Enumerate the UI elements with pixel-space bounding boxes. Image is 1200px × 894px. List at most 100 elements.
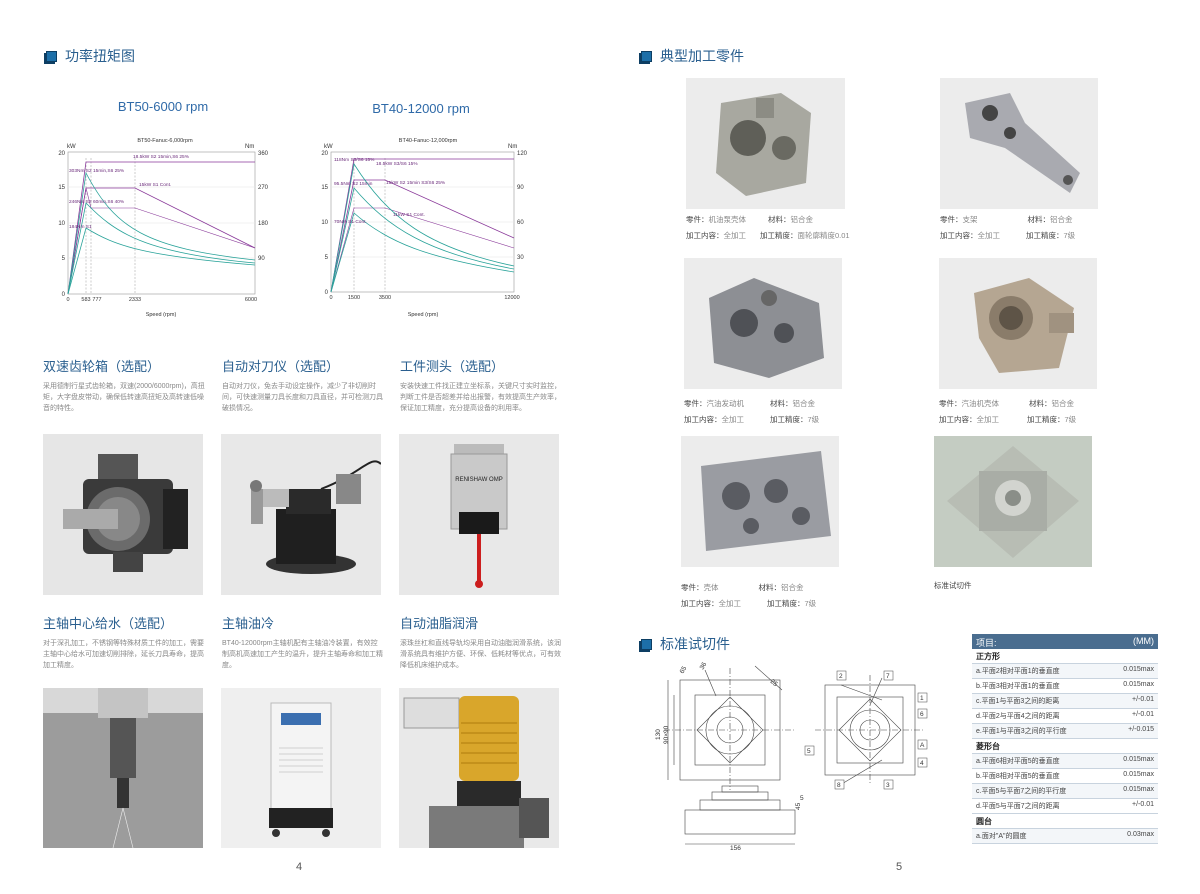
probe-brand-label: RENISHAW OMP — [455, 477, 502, 483]
feature-desc-gearbox: 采用德制行星式齿轮箱，双速(2000/6000rpm)，高扭矩，大字盘皮带动，确… — [43, 383, 205, 413]
feature-title-grease: 自动油脂润滑 — [400, 616, 479, 631]
feature-desc-coolant: 对于深孔加工，不锈钢等特殊材质工件的加工，需要主轴中心给水可加速切削排除，延长刀… — [43, 640, 204, 670]
part-caption-4: 零件：汽油机壳体材料：铝合金 加工内容：全加工加工精度：7级 — [939, 399, 1077, 424]
chart1-y2tick: 180 — [258, 221, 269, 227]
chart1-left-unit: kW — [67, 144, 76, 150]
chart1-subtitle: BT50-Fanuc-6,000rpm — [137, 138, 193, 144]
drawing-dim: 65 — [679, 665, 689, 675]
drawing-dim: 5 — [800, 795, 804, 802]
test-piece-drawing: 130 90×90 65 36 25 5 45 156 2 7 1 6 5 A … — [655, 661, 928, 852]
chart2-xtick: 1500 — [348, 295, 360, 301]
grease-pump-photo — [399, 688, 559, 848]
chart2-annotation: 70Nm S1 Cont. — [334, 219, 367, 225]
chart2-annotation: 11kW S1 Cont. — [393, 212, 425, 218]
chart2-xlabel: Speed (rpm) — [408, 312, 439, 318]
chart2-right-unit: Nm — [508, 144, 517, 150]
datum-label: A — [920, 742, 925, 749]
chart1-xtick: 2333 — [129, 297, 141, 303]
part-photo-gasoline-engine — [684, 258, 842, 389]
chart2-ytick: 15 — [321, 185, 328, 191]
chart2-annotation: 95.5Nm S2 15min — [334, 181, 373, 187]
part-photo-standard-test-piece — [934, 436, 1092, 567]
chart1-annotation: 184Nm S1 — [69, 224, 92, 230]
chart1-xtick: 0 — [66, 297, 69, 303]
section-bullet-icon — [641, 638, 652, 650]
feature-desc-tool-setter: 自动对刀仪，免去手动设定操作，减少了非切削时间，可快速测量刀具长度和刀具直径，并… — [222, 383, 383, 413]
feature-desc-grease: 滚珠丝杠和直线导轨均采用自动油脂润滑系统，该润滑系统具有维护方便、环保、低耗材等… — [400, 640, 561, 670]
feature-desc-probe: 安装快速工件找正建立坐标系，关键尺寸实时监控，判断工件是否超差并给出报警，有效提… — [400, 383, 561, 413]
chart2-ytick: 10 — [321, 220, 328, 226]
chart2-xtick: 0 — [329, 295, 332, 301]
left-page-number: 4 — [296, 861, 303, 873]
chart1-ytick: 10 — [58, 221, 65, 227]
section-bullet-icon — [641, 50, 652, 62]
drawing-dim: 25 — [769, 678, 779, 688]
drawing-dim: 45 — [795, 802, 802, 810]
drawing-dim: 36 — [699, 661, 709, 671]
right-section-header: 典型加工零件 — [641, 46, 744, 66]
part-photo-housing — [681, 436, 839, 567]
chart1-annotation: 246Nm S2 60min,S6 40% — [69, 199, 125, 205]
std-section-title: 标准试切件 — [660, 636, 730, 652]
drawing-dim: 130 — [655, 729, 662, 740]
gearbox-photo — [43, 434, 203, 595]
chart1-ytick: 0 — [62, 292, 66, 298]
chart1-xtick: 583 — [81, 297, 90, 303]
chart1-power-torque: BT50-Fanuc-6,000rpm kW Nm 20 15 10 5 0 3… — [58, 138, 269, 318]
table-row: c.平面1与平面3之间的距离+/-0.01 — [972, 694, 1158, 709]
chart1-xlabel: Speed (rpm) — [146, 312, 177, 318]
part-photo-bracket — [940, 78, 1098, 209]
chart1-right-unit: Nm — [245, 144, 254, 150]
chart2-y2tick: 120 — [517, 151, 528, 157]
chart1-y2tick: 270 — [258, 185, 269, 191]
chart2-y2tick: 60 — [517, 220, 524, 226]
chart2-power-torque: BT40-Fanuc-12,000rpm kW Nm 20 15 10 5 0 … — [321, 138, 528, 318]
chart1-annotation: 18.5kW S2 15min,S6 25% — [133, 154, 190, 160]
table-row: d.平面5与平面7之间的距离+/-0.01 — [972, 799, 1158, 814]
drawing-dim: 90×90 — [663, 725, 670, 744]
chart1-annotation: 15kW S1 Cont. — [139, 182, 171, 188]
left-section-header: 功率扭矩图 — [46, 46, 135, 66]
tolerance-group: 菱形台 — [972, 739, 1158, 754]
chart2-annotation: 18.5kW S3/S6 15% — [376, 161, 418, 167]
chart2-ytick: 0 — [325, 290, 329, 296]
drawing-dim: 156 — [730, 845, 741, 852]
datum-label: 4 — [920, 760, 924, 767]
part-caption-2: 零件：支架材料：铝合金 加工内容：全加工加工精度：7级 — [940, 215, 1076, 240]
chart1-xtick: 6000 — [245, 297, 257, 303]
left-section-title: 功率扭矩图 — [65, 48, 135, 64]
section-bullet-icon — [46, 50, 57, 62]
chart1-ytick: 5 — [62, 256, 66, 262]
chart2-title: BT40-12000 rpm — [372, 101, 470, 116]
probe-photo: RENISHAW OMP — [399, 434, 559, 595]
part-photo-oil-pump-housing — [686, 78, 845, 209]
tolerance-group: 正方形 — [972, 649, 1158, 664]
tolerance-table-header: 项目:(MM) — [972, 634, 1158, 649]
table-row: d.平面2与平面4之间的距离+/-0.01 — [972, 709, 1158, 724]
feature-title-oil-cooler: 主轴油冷 — [222, 616, 275, 631]
datum-label: 7 — [886, 673, 890, 680]
oil-cooler-photo — [221, 688, 381, 848]
chart1-y2tick: 360 — [258, 151, 269, 157]
feature-title-gearbox: 双速齿轮箱（选配） — [43, 359, 161, 374]
chart2-annotation: 15kW S2 15min S3/S6 25% — [386, 180, 446, 186]
chart2-y2tick: 90 — [517, 185, 524, 191]
right-page-number: 5 — [896, 861, 903, 873]
chart1-ytick: 20 — [58, 151, 65, 157]
chart2-ytick: 20 — [321, 151, 328, 157]
datum-label: 2 — [839, 673, 843, 680]
datum-label: 6 — [920, 711, 924, 718]
chart1-annotation: 303Nm S2 15min,S6 25% — [69, 168, 125, 174]
chart2-xtick: 3500 — [379, 295, 391, 301]
std-section-header: 标准试切件 — [641, 634, 730, 654]
chart2-subtitle: BT40-Fanuc-12,000rpm — [399, 138, 458, 144]
datum-label: 1 — [920, 695, 924, 702]
